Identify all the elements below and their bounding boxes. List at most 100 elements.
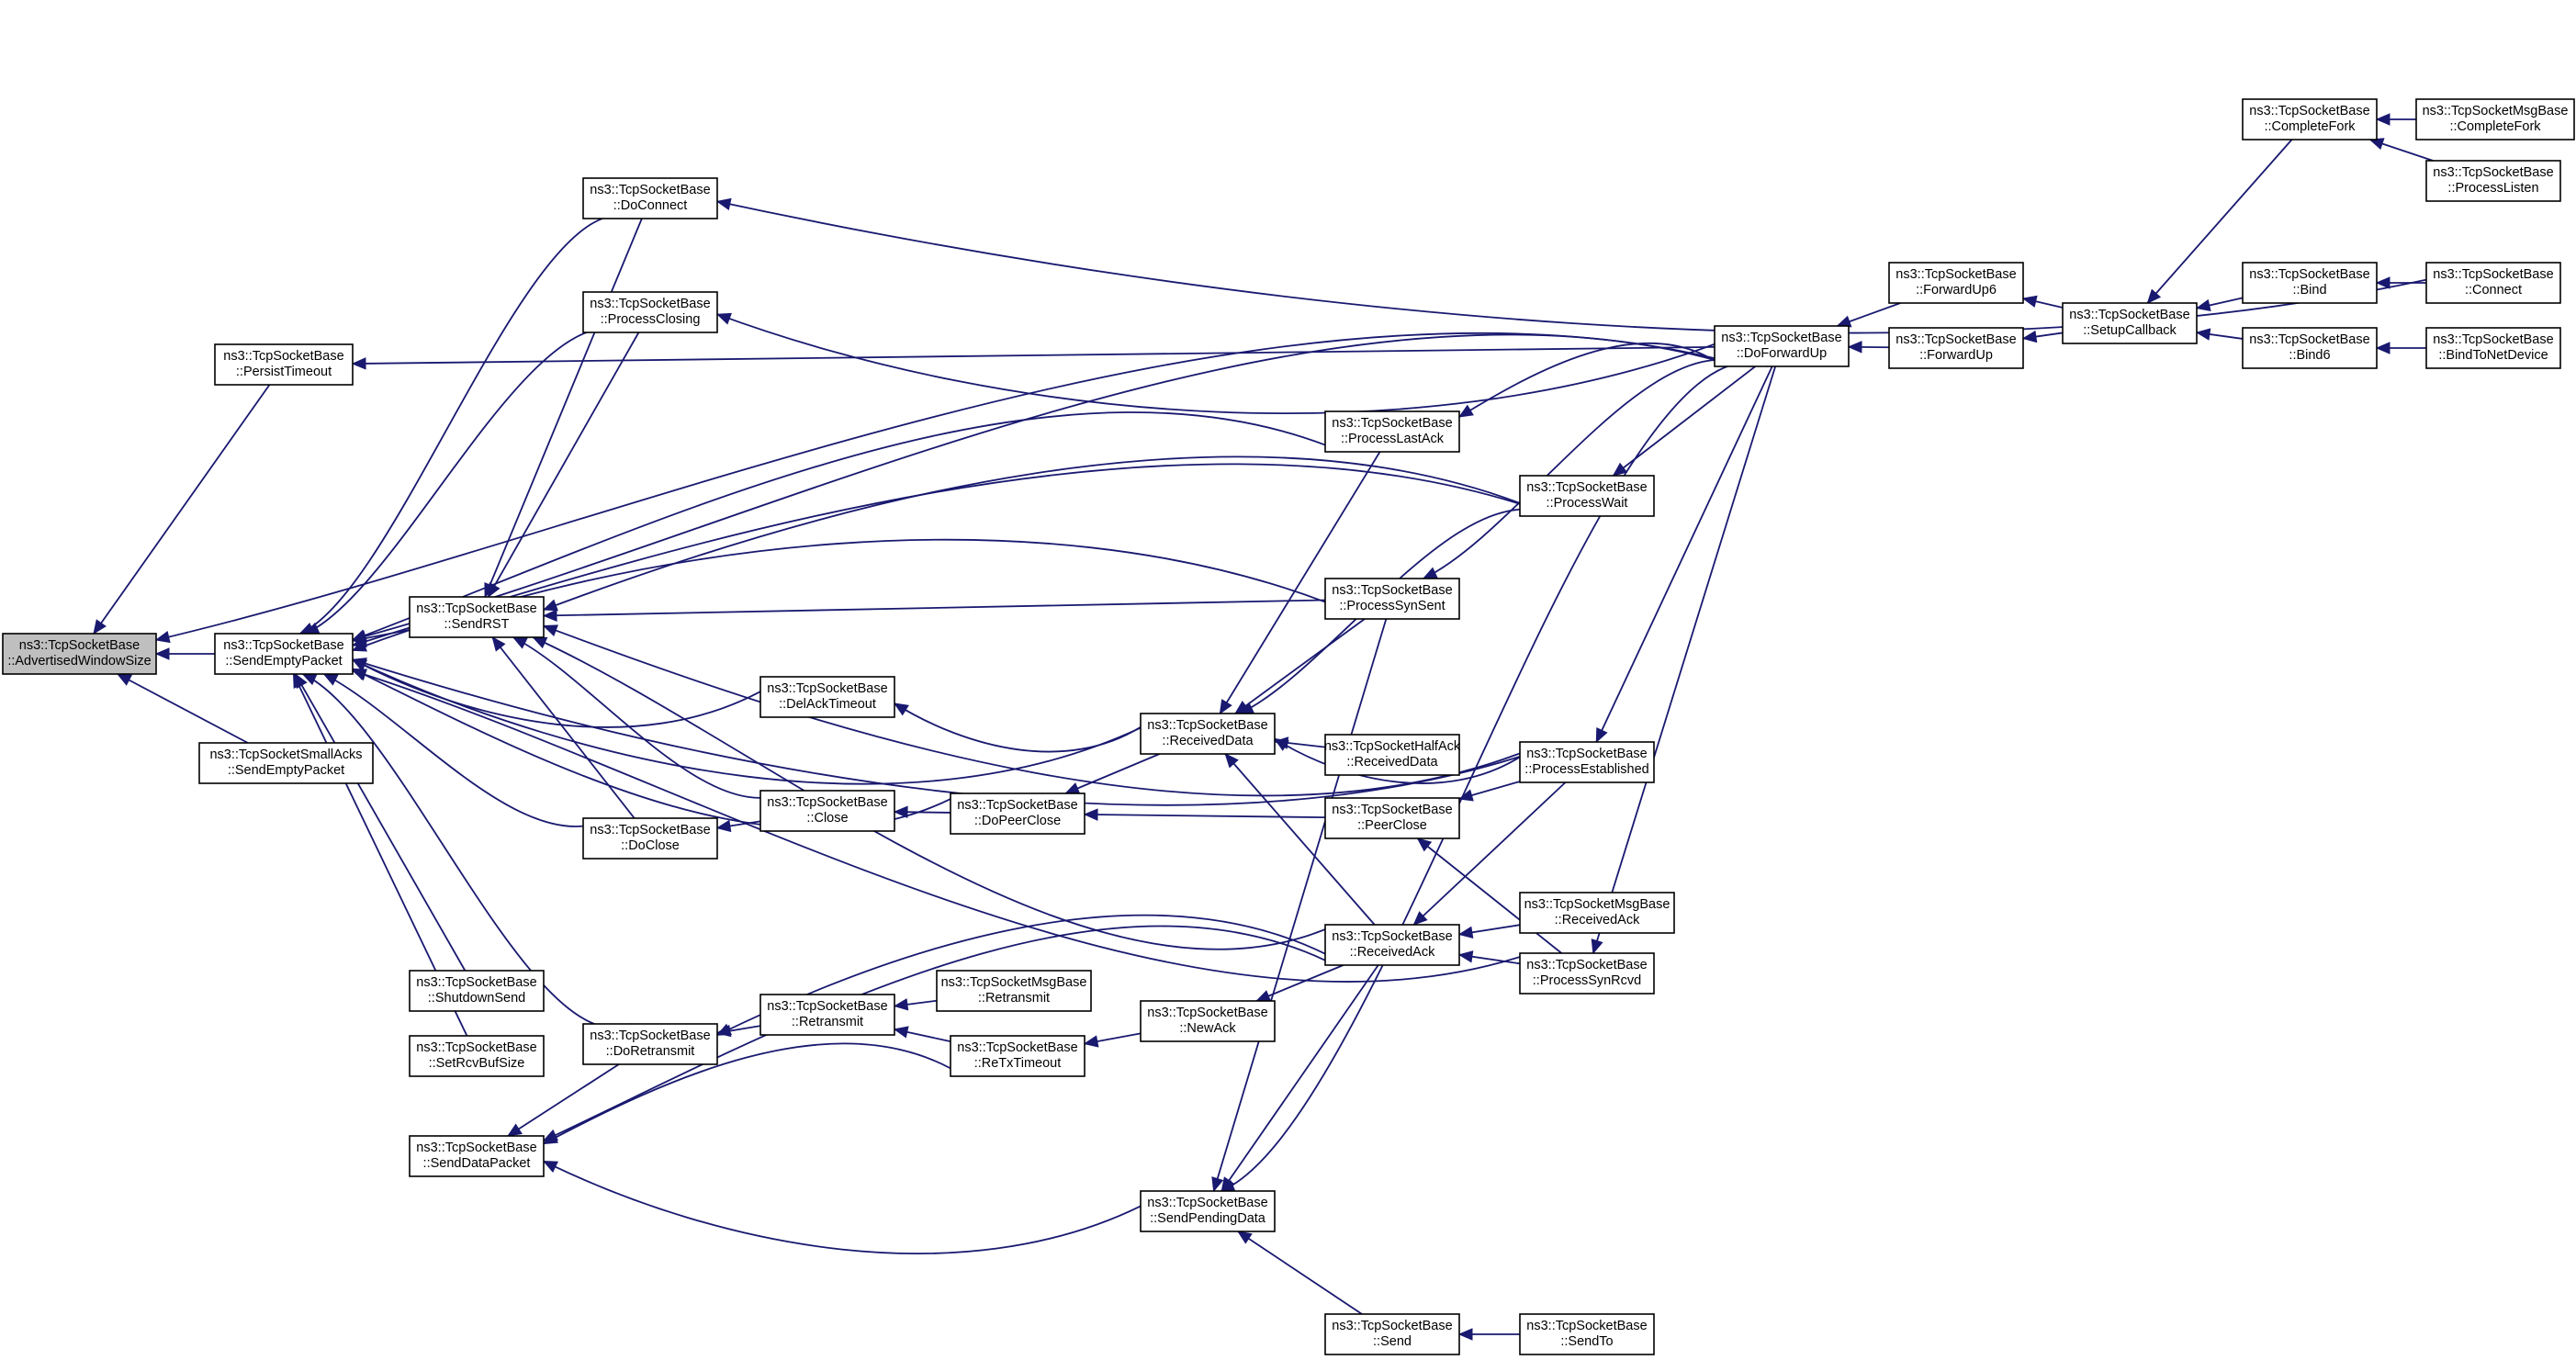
node-box[interactable] <box>409 1035 545 1077</box>
node-box[interactable] <box>759 676 895 718</box>
node-box[interactable] <box>2415 98 2575 140</box>
node-box[interactable] <box>950 792 1086 835</box>
node-box[interactable] <box>2062 302 2198 344</box>
node-completefork[interactable]: ns3::TcpSocketBase::CompleteFork <box>2242 98 2378 140</box>
node-box[interactable] <box>2242 262 2378 304</box>
node-senddata[interactable]: ns3::TcpSocketBase::SendDataPacket <box>409 1135 545 1177</box>
node-box[interactable] <box>1324 734 1460 776</box>
node-sendpending[interactable]: ns3::TcpSocketBase::SendPendingData <box>1140 1190 1276 1232</box>
node-delack[interactable]: ns3::TcpSocketBase::DelAckTimeout <box>759 676 895 718</box>
node-box[interactable] <box>409 596 545 638</box>
node-box[interactable] <box>1519 1313 1655 1355</box>
node-setrcvbuf[interactable]: ns3::TcpSocketBase::SetRcvBufSize <box>409 1035 545 1077</box>
node-box[interactable] <box>1519 475 1655 517</box>
node-procwait[interactable]: ns3::TcpSocketBase::ProcessWait <box>1519 475 1655 517</box>
node-box[interactable] <box>582 177 718 219</box>
node-box[interactable] <box>1714 325 1850 367</box>
node-box[interactable] <box>2242 327 2378 369</box>
node-persist[interactable]: ns3::TcpSocketBase::PersistTimeout <box>214 343 354 386</box>
node-box[interactable] <box>2242 98 2378 140</box>
node-send[interactable]: ns3::TcpSocketBase::Send <box>1324 1313 1460 1355</box>
node-sendempty[interactable]: ns3::TcpSocketBase::SendEmptyPacket <box>214 633 354 675</box>
node-procclosing[interactable]: ns3::TcpSocketBase::ProcessClosing <box>582 291 718 333</box>
node-forwardup6[interactable]: ns3::TcpSocketBase::ForwardUp6 <box>1888 262 2024 304</box>
node-box[interactable] <box>1324 1313 1460 1355</box>
node-dopeerclose[interactable]: ns3::TcpSocketBase::DoPeerClose <box>950 792 1086 835</box>
node-box[interactable] <box>2 633 157 675</box>
node-halfack[interactable]: ns3::TcpSocketHalfAck::ReceivedData <box>1324 734 1461 776</box>
node-sendto[interactable]: ns3::TcpSocketBase::SendTo <box>1519 1313 1655 1355</box>
node-receiveddata[interactable]: ns3::TcpSocketBase::ReceivedData <box>1140 713 1276 755</box>
node-box[interactable] <box>1519 741 1655 783</box>
node-box[interactable] <box>936 970 1092 1012</box>
edge-doretransmit-to-senddata <box>507 1063 620 1137</box>
node-retxtimeout[interactable]: ns3::TcpSocketBase::ReTxTimeout <box>950 1035 1086 1077</box>
node-msgretransmit[interactable]: ns3::TcpSocketMsgBase::Retransmit <box>936 970 1092 1012</box>
node-forwardup[interactable]: ns3::TcpSocketBase::ForwardUp <box>1888 327 2024 369</box>
node-proclastack[interactable]: ns3::TcpSocketBase::ProcessLastAck <box>1324 410 1460 453</box>
node-box[interactable] <box>1519 892 1675 934</box>
node-box[interactable] <box>582 291 718 333</box>
node-newack[interactable]: ns3::TcpSocketBase::NewAck <box>1140 1000 1276 1042</box>
node-box[interactable] <box>2425 327 2561 369</box>
node-doconnect[interactable]: ns3::TcpSocketBase::DoConnect <box>582 177 718 219</box>
node-smallacks[interactable]: ns3::TcpSocketSmallAcks::SendEmptyPacket <box>198 742 374 784</box>
node-connect[interactable]: ns3::TcpSocketBase::Connect <box>2425 262 2561 304</box>
node-box[interactable] <box>214 633 354 675</box>
node-box[interactable] <box>2425 160 2561 202</box>
node-box[interactable] <box>1324 797 1460 839</box>
node-peerclose[interactable]: ns3::TcpSocketBase::PeerClose <box>1324 797 1460 839</box>
node-box[interactable] <box>1888 262 2024 304</box>
node-method-label: ::Retransmit <box>792 1015 863 1029</box>
node-box[interactable] <box>409 970 545 1012</box>
node-doforwardup[interactable]: ns3::TcpSocketBase::DoForwardUp <box>1714 325 1850 367</box>
node-doclose[interactable]: ns3::TcpSocketBase::DoClose <box>582 817 718 860</box>
node-box[interactable] <box>582 817 718 860</box>
node-box[interactable] <box>582 1023 718 1065</box>
node-method-label: ::ForwardUp6 <box>1916 283 1997 298</box>
node-box[interactable] <box>1519 952 1655 995</box>
node-class-label: ns3::TcpSocketBase <box>1332 416 1452 431</box>
node-procsynrcvd[interactable]: ns3::TcpSocketBase::ProcessSynRcvd <box>1519 952 1655 995</box>
node-box[interactable] <box>1140 1000 1276 1042</box>
edge-doforwardup-to-procsynrcvd <box>1592 365 1777 954</box>
node-box[interactable] <box>409 1135 545 1177</box>
node-class-label: ns3::TcpSocketMsgBase <box>1524 897 1670 912</box>
node-doretransmit[interactable]: ns3::TcpSocketBase::DoRetransmit <box>582 1023 718 1065</box>
node-procestablished[interactable]: ns3::TcpSocketBase::ProcessEstablished <box>1519 741 1655 783</box>
node-retransmit[interactable]: ns3::TcpSocketBase::Retransmit <box>759 994 895 1036</box>
arrowhead-bind-to-setupcallback <box>2195 298 2211 312</box>
node-box[interactable] <box>1140 1190 1276 1232</box>
node-msgcompletefork[interactable]: ns3::TcpSocketMsgBase::CompleteFork <box>2415 98 2575 140</box>
arrowhead-doforwardup-to-procestablished <box>1595 727 1608 744</box>
node-receivedack[interactable]: ns3::TcpSocketBase::ReceivedAck <box>1324 924 1460 966</box>
node-class-label: ns3::TcpSocketBase <box>19 638 140 653</box>
node-msgreceivedack[interactable]: ns3::TcpSocketMsgBase::ReceivedAck <box>1519 892 1675 934</box>
arrowhead-receivedack-to-doretransmit <box>715 1023 732 1036</box>
node-bind6[interactable]: ns3::TcpSocketBase::Bind6 <box>2242 327 2378 369</box>
node-proclisten[interactable]: ns3::TcpSocketBase::ProcessListen <box>2425 160 2561 202</box>
node-box[interactable] <box>1324 924 1460 966</box>
node-box[interactable] <box>1324 410 1460 453</box>
node-method-label: ::NewAck <box>1179 1021 1236 1036</box>
node-box[interactable] <box>759 994 895 1036</box>
node-box[interactable] <box>198 742 374 784</box>
node-method-label: ::ProcessSynSent <box>1339 599 1445 613</box>
node-bind[interactable]: ns3::TcpSocketBase::Bind <box>2242 262 2378 304</box>
node-sendrst[interactable]: ns3::TcpSocketBase::SendRST <box>409 596 545 638</box>
node-bindtonet[interactable]: ns3::TcpSocketBase::BindToNetDevice <box>2425 327 2561 369</box>
node-box[interactable] <box>1140 713 1276 755</box>
node-box[interactable] <box>1888 327 2024 369</box>
node-awsize[interactable]: ns3::TcpSocketBase::AdvertisedWindowSize <box>2 633 157 675</box>
node-close[interactable]: ns3::TcpSocketBase::Close <box>759 790 895 832</box>
edge-receivedack-to-newack <box>1255 964 1344 1002</box>
node-setupcallback[interactable]: ns3::TcpSocketBase::SetupCallback <box>2062 302 2198 344</box>
node-procsynsent[interactable]: ns3::TcpSocketBase::ProcessSynSent <box>1324 578 1460 620</box>
node-box[interactable] <box>2425 262 2561 304</box>
node-box[interactable] <box>214 343 354 386</box>
node-box[interactable] <box>759 790 895 832</box>
edge-procclosing-to-sendrst <box>487 332 640 598</box>
node-shutdownsend[interactable]: ns3::TcpSocketBase::ShutdownSend <box>409 970 545 1012</box>
node-box[interactable] <box>950 1035 1086 1077</box>
node-box[interactable] <box>1324 578 1460 620</box>
